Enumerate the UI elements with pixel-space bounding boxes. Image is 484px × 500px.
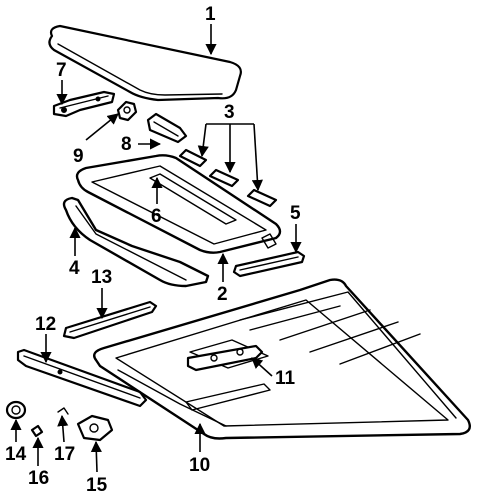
- callout-12: 12: [35, 314, 56, 335]
- callout-16: 16: [28, 468, 49, 489]
- leader-9: [85, 113, 119, 141]
- leader-3a: [197, 123, 209, 158]
- leader-3c: [251, 123, 263, 192]
- part-15-drive: [76, 414, 114, 442]
- part-6-inner-frame: [75, 154, 282, 254]
- callout-2: 2: [217, 284, 228, 305]
- callout-13: 13: [91, 267, 112, 288]
- part-12-cross-member: [16, 348, 148, 408]
- callout-4: 4: [69, 258, 80, 279]
- callout-1: 1: [205, 4, 216, 25]
- leader-11: [251, 357, 273, 377]
- part-8-guide: [146, 112, 188, 144]
- part-4-front-seal: [62, 196, 210, 288]
- part-10-roof-frame: [93, 278, 471, 440]
- callout-8: 8: [121, 134, 132, 155]
- callout-5: 5: [290, 203, 301, 224]
- callout-11: 11: [275, 368, 296, 389]
- callout-14: 14: [5, 444, 27, 465]
- part-1-glass-panel: [48, 24, 242, 102]
- callout-9: 9: [73, 146, 84, 167]
- part-5-rail: [232, 250, 306, 278]
- leader-lines: [10, 24, 302, 473]
- callout-10: 10: [189, 455, 210, 476]
- callout-3: 3: [224, 102, 235, 123]
- part-3-seal-strips: [178, 148, 278, 208]
- part-7-bracket: [52, 90, 116, 118]
- part-14-motor: [5, 400, 27, 420]
- callout-7: 7: [56, 60, 67, 81]
- callout-15: 15: [86, 475, 108, 496]
- part-16-screw: [30, 424, 44, 438]
- part-17-fastener: [57, 407, 69, 415]
- part-9-clip: [116, 100, 138, 122]
- callout-6: 6: [151, 206, 162, 227]
- leader-15: [90, 440, 102, 473]
- part-13-cable: [62, 300, 158, 340]
- callout-17: 17: [54, 444, 75, 465]
- leader-17: [57, 414, 69, 443]
